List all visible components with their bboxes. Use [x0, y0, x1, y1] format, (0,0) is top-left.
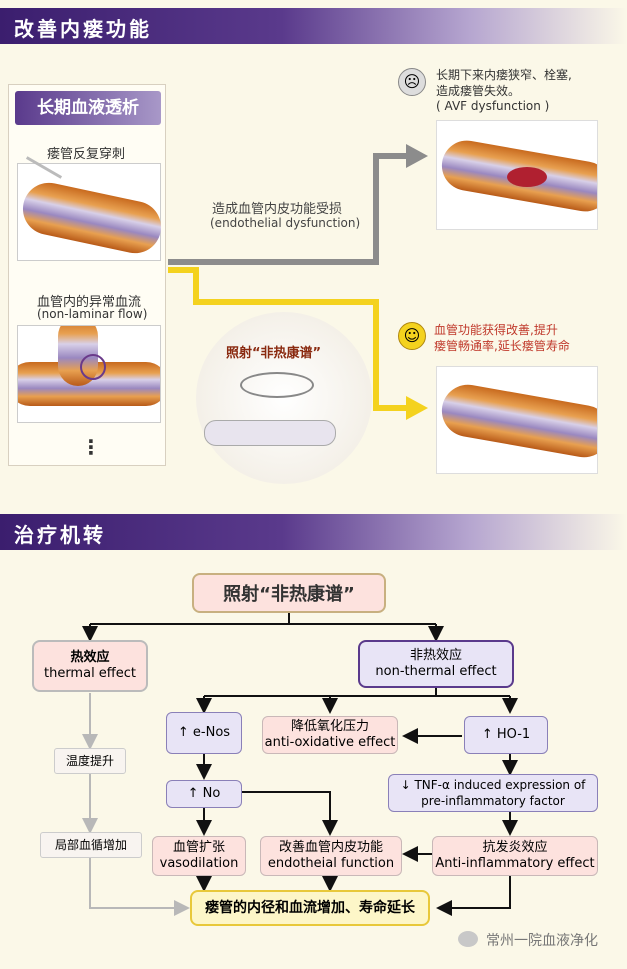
thermal-effect-box: 热效应 thermal effect: [32, 640, 148, 692]
vasodilation-box: 血管扩张 vasodilation: [152, 836, 246, 876]
more-ellipsis: ⋮: [81, 435, 101, 459]
healthy-vessel-panel: [436, 366, 598, 474]
gray-label-cn: 造成血管内皮功能受损: [212, 202, 343, 217]
tnf-line1: ↓ TNF-α induced expression of: [400, 778, 586, 792]
pathway-arrows: [168, 144, 428, 420]
gray-arrow-head: [406, 144, 428, 168]
bad-outcome-line1: 长期下来内瘘狭窄、栓塞,: [436, 68, 572, 82]
good-outcome-line2: 瘘管畅通率,延长瘘管寿命: [434, 339, 570, 353]
watermark-text: 常州一院血液净化: [486, 933, 598, 949]
arm-icon: [204, 420, 336, 446]
vessel-illustration: [437, 380, 597, 462]
antiox-cn: 降低氧化压力: [290, 719, 369, 734]
temp-rise-box: 温度提升: [54, 748, 126, 774]
tnf-line2: pre-inflammatory factor: [421, 794, 565, 808]
thermal-cn: 热效应: [70, 650, 110, 665]
happy-face-icon: ☺: [398, 322, 426, 350]
section-banner-improve: 改善内瘘功能: [0, 8, 627, 44]
swirl-flow-icon: [80, 354, 106, 380]
antiinf-en: Anti-inflammatory effect: [435, 856, 595, 871]
flow-label-en: (non-laminar flow): [37, 307, 148, 321]
tnf-box: ↓ TNF-α induced expression of pre-inflam…: [388, 774, 598, 812]
section-banner-mechanism: 治疗机转: [0, 514, 627, 550]
dialysis-panel: 长期血液透析 瘘管反复穿刺 血管内的异常血流 (non-laminar flow…: [8, 84, 166, 466]
device-label: 照射“非热康谱”: [226, 346, 322, 361]
antiox-en: anti-oxidative effect: [264, 735, 396, 750]
flow-top-box: 照射“非热康谱”: [192, 573, 386, 613]
yellow-arrow-line: [168, 267, 408, 411]
vaso-cn: 血管扩张: [172, 840, 225, 855]
section-title: 治疗机转: [14, 523, 106, 547]
antioxidative-box: 降低氧化压力 anti-oxidative effect: [262, 716, 398, 754]
bad-outcome-line2: 造成瘘管失效。: [436, 84, 521, 98]
vaso-en: vasodilation: [159, 856, 239, 871]
flow-connectors: [82, 613, 518, 916]
endo-en: endotheial function: [267, 856, 395, 871]
flow-image: [17, 325, 161, 423]
narrowed-vessel-panel: [436, 120, 598, 230]
thermal-en: thermal effect: [43, 666, 137, 681]
no-box: ↑ No: [166, 780, 242, 808]
puncture-label: 瘘管反复穿刺: [47, 147, 126, 162]
gray-label-en: (endothelial dysfunction): [210, 216, 361, 230]
yellow-arrow-head: [406, 396, 428, 420]
nonthermal-cn: 非热效应: [409, 648, 462, 663]
nonthermal-effect-box: 非热效应 non-thermal effect: [358, 640, 514, 688]
antiinflammatory-box: 抗发炎效应 Anti-inflammatory effect: [432, 836, 598, 876]
sad-face-icon: ☹: [398, 68, 426, 96]
endo-cn: 改善血管内皮功能: [278, 840, 383, 855]
ho1-box: ↑ HO-1: [464, 716, 548, 754]
enos-box: ↑ e-Nos: [166, 712, 242, 754]
dialysis-panel-title: 长期血液透析: [15, 91, 161, 125]
flow-label-cn: 血管内的异常血流: [37, 295, 142, 310]
device-illustration: 照射“非热康谱”: [196, 312, 372, 484]
clot-icon: [507, 167, 547, 187]
wechat-icon: [458, 931, 478, 947]
good-outcome-line1: 血管功能获得改善,提升: [434, 323, 558, 337]
antiinf-cn: 抗发炎效应: [482, 840, 548, 855]
gray-arrow-line: [168, 153, 408, 265]
lamp-icon: [240, 372, 314, 398]
final-outcome-box: 瘘管的内径和血流增加、寿命延长: [190, 890, 430, 926]
nonthermal-en: non-thermal effect: [375, 664, 497, 679]
puncture-image: [17, 156, 166, 261]
local-blood-box: 局部血循增加: [40, 832, 142, 858]
bad-outcome-line3: ( AVF dysfunction ): [436, 99, 550, 113]
endothelial-box: 改善血管内皮功能 endotheial function: [260, 836, 402, 876]
section-title: 改善内瘘功能: [14, 17, 152, 41]
